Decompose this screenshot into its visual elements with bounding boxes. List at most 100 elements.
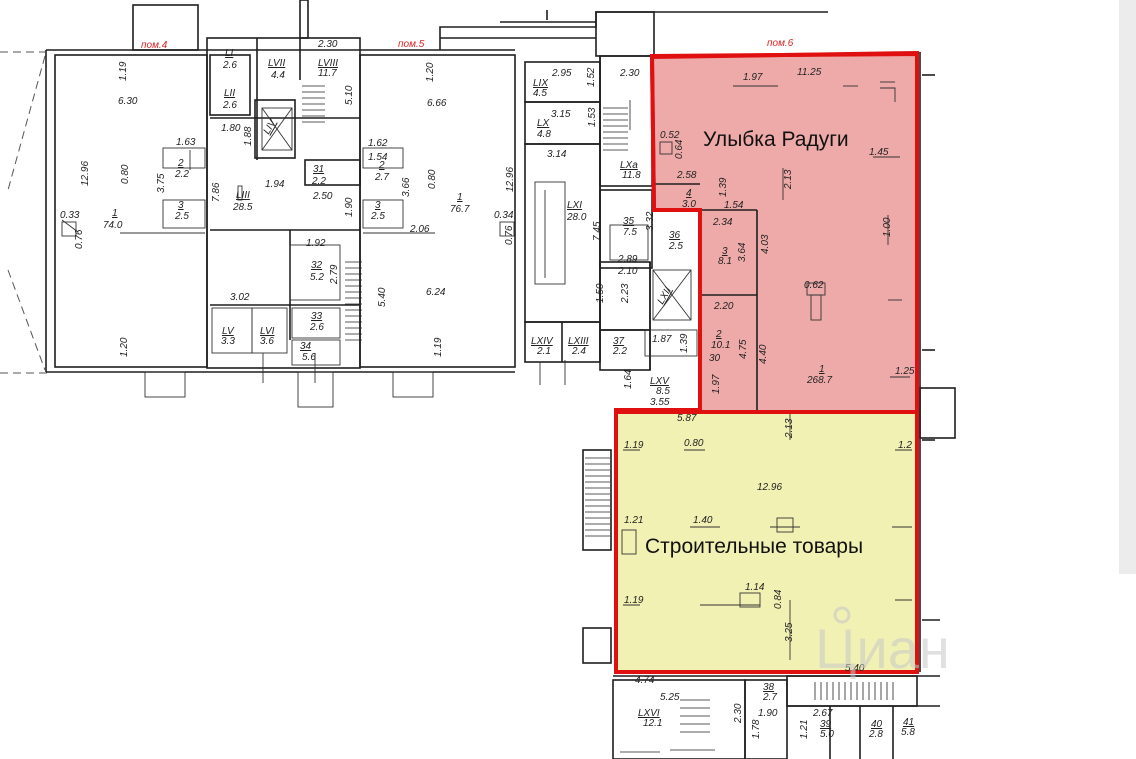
room-label: LIII (236, 190, 250, 201)
svg-text:7.86: 7.86 (211, 182, 222, 202)
svg-text:3.14: 3.14 (547, 149, 567, 160)
room-area: 5.2 (310, 272, 324, 283)
room-label: 31 (313, 164, 324, 175)
svg-text:1.92: 1.92 (306, 238, 326, 249)
room-area: 4.5 (533, 88, 547, 99)
walls-top (439, 10, 828, 57)
room-area: 2.1 (536, 346, 551, 357)
svg-text:2.20: 2.20 (713, 301, 734, 312)
svg-text:3.15: 3.15 (551, 109, 571, 120)
svg-text:4.74: 4.74 (635, 675, 655, 686)
svg-text:1.45: 1.45 (869, 147, 889, 158)
svg-text:1.53: 1.53 (587, 107, 598, 127)
svg-text:5.10: 5.10 (344, 85, 355, 105)
room-area: 2.7 (762, 692, 777, 703)
svg-text:0.80: 0.80 (684, 438, 704, 449)
walls-bottom (612, 675, 940, 759)
svg-text:1.20: 1.20 (119, 337, 130, 357)
svg-text:0.52: 0.52 (660, 130, 680, 141)
room-label: 2 (378, 160, 385, 171)
svg-text:4.40: 4.40 (758, 344, 769, 364)
room-label: 32 (311, 260, 323, 271)
room-area: 2.6 (222, 100, 237, 111)
room-area: 28.0 (566, 212, 587, 223)
stairs-central (603, 100, 631, 151)
room-label: 2 (177, 158, 184, 169)
room-area: 2.6 (222, 60, 237, 71)
walls-central-thin (534, 181, 698, 385)
svg-text:12.96: 12.96 (80, 161, 91, 186)
zone-label-ulybka-radugi: Улыбка Радуги (703, 128, 849, 151)
svg-text:4.75: 4.75 (738, 339, 749, 359)
room-area: 10.1 (711, 340, 730, 351)
room-area: 2.5 (174, 211, 189, 222)
room-area: 3.6 (260, 336, 274, 347)
svg-text:2.58: 2.58 (676, 170, 697, 181)
svg-text:1.87: 1.87 (652, 334, 672, 345)
svg-text:2.06: 2.06 (409, 224, 430, 235)
room-label: 4 (686, 188, 692, 199)
room-area: 76.7 (450, 204, 470, 215)
svg-text:1.19: 1.19 (624, 440, 644, 451)
room-area: 5.8 (901, 727, 915, 738)
svg-text:1.97: 1.97 (711, 374, 722, 394)
room-label: LV (222, 326, 235, 337)
columns-red-zone (659, 81, 910, 440)
room-label: LXVI (638, 708, 660, 719)
room-area: 2.5 (668, 241, 683, 252)
room-label: LIV (262, 117, 280, 137)
zone-red-main (700, 56, 917, 412)
svg-text:3.75: 3.75 (156, 173, 167, 193)
svg-text:1.39: 1.39 (679, 333, 690, 353)
svg-text:2.30: 2.30 (619, 68, 640, 79)
svg-text:3.25: 3.25 (784, 622, 795, 642)
elevator-left (261, 107, 293, 151)
walls-small-rooms (61, 147, 515, 408)
room-label: LIX (533, 78, 548, 89)
svg-text:4.03: 4.03 (760, 234, 771, 254)
room-area: 11.7 (318, 68, 337, 79)
svg-text:12.96: 12.96 (505, 167, 516, 192)
svg-text:3.32: 3.32 (645, 211, 656, 231)
room-label: 34 (300, 341, 312, 352)
room-label: 36 (669, 230, 681, 241)
svg-text:1.54: 1.54 (724, 200, 744, 211)
svg-text:6.24: 6.24 (426, 287, 446, 298)
svg-text:5.87: 5.87 (677, 413, 697, 424)
premise-label-4: пом.4 (141, 40, 168, 51)
svg-text:1.19: 1.19 (118, 61, 129, 81)
svg-text:2.13: 2.13 (784, 418, 795, 439)
svg-text:1.94: 1.94 (265, 179, 285, 190)
svg-text:1.20: 1.20 (425, 62, 436, 82)
room-label: LXa (620, 160, 638, 171)
svg-text:0.76: 0.76 (74, 229, 85, 249)
stairs-bottom (620, 682, 894, 753)
zone-label-stroitelnye-tovary: Строительные товары (645, 535, 863, 558)
svg-text:1.78: 1.78 (751, 719, 762, 739)
svg-text:11.25: 11.25 (797, 67, 822, 78)
room-label: LXIII (568, 336, 589, 347)
svg-text:2.79: 2.79 (329, 264, 340, 285)
svg-text:1.21: 1.21 (624, 515, 643, 526)
room-label: LX (537, 118, 550, 129)
stairs-left (302, 85, 362, 341)
room-label: 41 (903, 717, 914, 728)
room-label: 1 (819, 364, 825, 375)
svg-text:1.63: 1.63 (176, 137, 196, 148)
room-label: 1 (457, 192, 463, 203)
right-edge-bar (1119, 0, 1136, 574)
svg-text:3.02: 3.02 (230, 292, 250, 303)
svg-text:1.50: 1.50 (595, 283, 606, 303)
room-area: 4.4 (271, 70, 285, 81)
room-label: LVII (268, 58, 285, 69)
svg-text:1.52: 1.52 (586, 67, 597, 87)
room-area: 2.5 (370, 211, 385, 222)
room-label: LVI (260, 326, 275, 337)
svg-text:2.67: 2.67 (812, 708, 833, 719)
svg-text:6.66: 6.66 (427, 98, 447, 109)
svg-text:2.89: 2.89 (617, 254, 638, 265)
svg-text:2.23: 2.23 (620, 283, 631, 304)
room-area: 74.0 (103, 220, 123, 231)
room-label: 3 (178, 200, 184, 211)
svg-text:1.14: 1.14 (745, 582, 765, 593)
